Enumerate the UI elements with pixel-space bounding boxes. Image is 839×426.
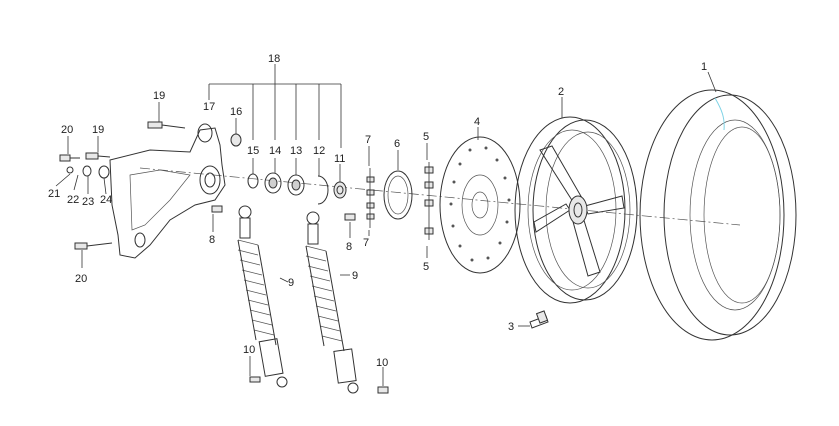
spacer [230, 133, 242, 147]
callout-1: 1 [701, 61, 707, 73]
callout-7-bottom: 7 [363, 237, 369, 249]
callout-20-upper: 20 [61, 124, 73, 136]
callout-14: 14 [269, 145, 281, 157]
shock-mount-bolts [211, 205, 356, 221]
callout-5-bottom: 5 [423, 261, 429, 273]
brake-disc [439, 136, 521, 274]
tire [639, 89, 797, 341]
callout-4: 4 [474, 116, 480, 128]
callout-16: 16 [230, 106, 242, 118]
callout-3: 3 [508, 321, 514, 333]
wheel-rim [514, 116, 638, 304]
leader-lines [55, 71, 717, 386]
callout-24: 24 [100, 194, 112, 206]
callout-labels: 1 2 3 4 5 5 6 7 7 8 8 9 9 10 10 11 12 13… [48, 53, 707, 369]
callout-13: 13 [290, 145, 302, 157]
bearing-stack [247, 172, 347, 205]
ring-bolts [366, 168, 375, 228]
callout-9-right: 9 [352, 270, 358, 282]
swingarm-hardware [59, 121, 186, 250]
callout-11: 11 [334, 153, 345, 165]
group-bracket-18 [208, 64, 342, 148]
callout-9-left: 9 [288, 277, 294, 289]
tire-valve [529, 310, 549, 329]
callout-22: 22 [67, 194, 79, 206]
callout-5-top: 5 [423, 131, 429, 143]
callout-18: 18 [268, 53, 280, 65]
swingarm [109, 123, 226, 259]
callout-6: 6 [394, 138, 400, 150]
callout-8-left: 8 [209, 234, 215, 246]
callout-21: 21 [48, 188, 60, 200]
callout-19-upper: 19 [153, 90, 165, 102]
callout-19-lower: 19 [92, 124, 104, 136]
callout-12: 12 [313, 145, 325, 157]
callout-15: 15 [247, 145, 259, 157]
callout-7-top: 7 [365, 134, 371, 146]
callout-10-left: 10 [243, 344, 255, 356]
disc-bolts [424, 162, 434, 240]
shock-absorber-left [237, 205, 288, 388]
callout-2: 2 [558, 86, 564, 98]
callout-20-lower: 20 [75, 273, 87, 285]
sensor-ring [383, 170, 413, 220]
shock-absorber-right [305, 211, 389, 394]
callout-23: 23 [82, 196, 94, 208]
callout-8-right: 8 [346, 241, 352, 253]
callout-17: 17 [203, 101, 215, 113]
callout-10-right: 10 [376, 357, 388, 369]
